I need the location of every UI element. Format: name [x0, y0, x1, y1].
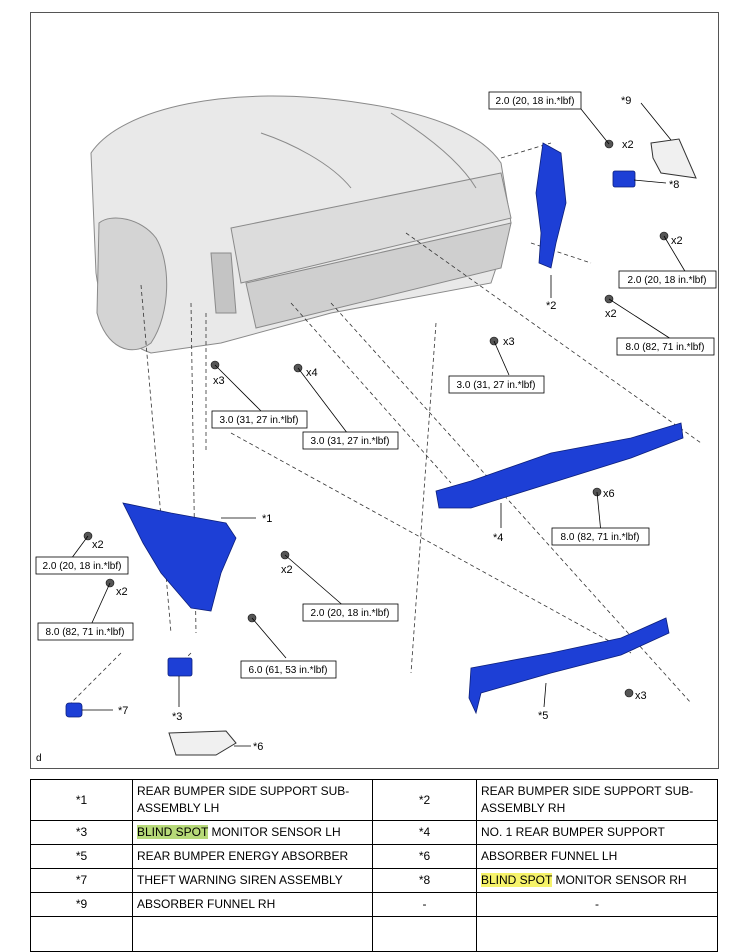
- legend-key: *2: [372, 779, 477, 821]
- leader-lines: [70, 102, 687, 747]
- part-7-siren: [65, 702, 83, 718]
- part-6-funnel-lh: [168, 730, 237, 756]
- qty-x2-lh-nut: x2: [116, 586, 128, 598]
- legend-value-rest: MONITOR SENSOR LH: [208, 825, 341, 839]
- legend-key: *1: [30, 779, 133, 821]
- exploded-view-diagram: 2.0 (20, 18 in.*lbf) 2.0 (20, 18 in.*lbf…: [30, 12, 719, 769]
- parts-legend-table: *1 REAR BUMPER SIDE SUPPORT SUB-ASSEMBLY…: [30, 779, 718, 952]
- blue-parts: [65, 142, 684, 718]
- torque-nut-rh: 8.0 (82, 71 in.*lbf): [626, 342, 705, 353]
- legend-value: ABSORBER FUNNEL LH: [476, 844, 718, 869]
- legend-value: BLIND SPOT MONITOR SENSOR RH: [476, 868, 718, 893]
- legend-row: *1 REAR BUMPER SIDE SUPPORT SUB-ASSEMBLY…: [30, 779, 718, 821]
- callout-p1: *1: [262, 513, 272, 525]
- quantity-labels: x2 x2 x2 x3 x3 x4 x6 x2 x2 x2 x3: [92, 139, 683, 702]
- part-8-bsm-sensor-rh: [612, 170, 636, 188]
- legend-key: *8: [372, 868, 477, 893]
- callout-p4: *4: [493, 532, 503, 544]
- callout-p3: *3: [172, 711, 182, 723]
- torque-lh-bolt: 6.0 (61, 53 in.*lbf): [249, 665, 328, 676]
- qty-x4-left: x4: [306, 367, 318, 379]
- legend-row-empty: [30, 916, 718, 952]
- qty-x2-lh-side: x2: [281, 564, 293, 576]
- legend-row: *5 REAR BUMPER ENERGY ABSORBER *6 ABSORB…: [30, 844, 718, 869]
- highlight-yellow: BLIND SPOT: [481, 873, 553, 887]
- torque-center: 3.0 (31, 27 in.*lbf): [457, 380, 536, 391]
- callout-p2: *2: [546, 300, 556, 312]
- legend-empty-cell: [372, 916, 477, 952]
- callout-p6: *6: [253, 741, 263, 753]
- legend-value: REAR BUMPER SIDE SUPPORT SUB-ASSEMBLY RH: [476, 779, 718, 821]
- callout-p8: *8: [669, 179, 679, 191]
- callout-p7: *7: [118, 705, 128, 717]
- torque-top-rh: 2.0 (20, 18 in.*lbf): [496, 96, 575, 107]
- legend-row: *9 ABSORBER FUNNEL RH - -: [30, 892, 718, 917]
- highlight-green: BLIND SPOT: [137, 825, 209, 839]
- legend-empty-cell: [476, 916, 718, 952]
- part-2-side-support-rh: [535, 142, 567, 269]
- torque-left-a: 3.0 (31, 27 in.*lbf): [220, 415, 299, 426]
- qty-x2-mid-rh: x2: [671, 235, 683, 247]
- legend-key: *6: [372, 844, 477, 869]
- qty-x2-lh-upper: x2: [92, 539, 104, 551]
- legend-value: BLIND SPOT MONITOR SENSOR LH: [132, 820, 373, 845]
- legend-key: *9: [30, 892, 133, 917]
- vehicle-rear-body: [90, 95, 512, 354]
- qty-x3-left: x3: [213, 375, 225, 387]
- diagram-canvas: 2.0 (20, 18 in.*lbf) 2.0 (20, 18 in.*lbf…: [35, 91, 717, 756]
- part-4-bumper-support: [435, 422, 684, 509]
- legend-key: -: [372, 892, 477, 917]
- qty-x2-top-rh: x2: [622, 139, 634, 151]
- legend-value: ABSORBER FUNNEL RH: [132, 892, 373, 917]
- legend-value-rest: MONITOR SENSOR RH: [552, 873, 687, 887]
- torque-left-b: 3.0 (31, 27 in.*lbf): [311, 436, 390, 447]
- legend-value: NO. 1 REAR BUMPER SUPPORT: [476, 820, 718, 845]
- qty-x6-support: x6: [603, 488, 615, 500]
- legend-key: *3: [30, 820, 133, 845]
- legend-value: THEFT WARNING SIREN ASSEMBLY: [132, 868, 373, 893]
- diagram-corner-letter: d: [36, 753, 42, 764]
- torque-support: 8.0 (82, 71 in.*lbf): [561, 532, 640, 543]
- qty-x2-nut-rh: x2: [605, 308, 617, 320]
- part-9-funnel-rh: [650, 138, 697, 179]
- part-3-bsm-sensor-lh: [167, 657, 193, 677]
- qty-x3-center: x3: [503, 336, 515, 348]
- torque-lh-side: 2.0 (20, 18 in.*lbf): [311, 608, 390, 619]
- legend-row: *7 THEFT WARNING SIREN ASSEMBLY *8 BLIND…: [30, 868, 718, 893]
- callout-p9: *9: [621, 95, 631, 107]
- legend-value: REAR BUMPER SIDE SUPPORT SUB-ASSEMBLY LH: [132, 779, 373, 821]
- legend-value: -: [476, 892, 718, 917]
- qty-x3-absorber: x3: [635, 690, 647, 702]
- torque-labels: 2.0 (20, 18 in.*lbf) 2.0 (20, 18 in.*lbf…: [35, 91, 717, 679]
- funnels: [168, 138, 697, 756]
- part-5-energy-absorber: [468, 617, 670, 715]
- torque-lh-upper: 2.0 (20, 18 in.*lbf): [43, 561, 122, 572]
- legend-key: *7: [30, 868, 133, 893]
- legend-row: *3 BLIND SPOT MONITOR SENSOR LH *4 NO. 1…: [30, 820, 718, 845]
- legend-key: *4: [372, 820, 477, 845]
- legend-key: *5: [30, 844, 133, 869]
- part-callouts: *1 *2 *3 *4 *5 *6 *7 *8 *9: [118, 95, 679, 753]
- legend-empty-cell: [30, 916, 133, 952]
- legend-value: REAR BUMPER ENERGY ABSORBER: [132, 844, 373, 869]
- callout-p5: *5: [538, 710, 548, 722]
- torque-lh-nut: 8.0 (82, 71 in.*lbf): [46, 627, 125, 638]
- legend-empty-cell: [132, 916, 373, 952]
- part-1-side-support-lh: [122, 502, 237, 612]
- torque-mid-rh: 2.0 (20, 18 in.*lbf): [628, 275, 707, 286]
